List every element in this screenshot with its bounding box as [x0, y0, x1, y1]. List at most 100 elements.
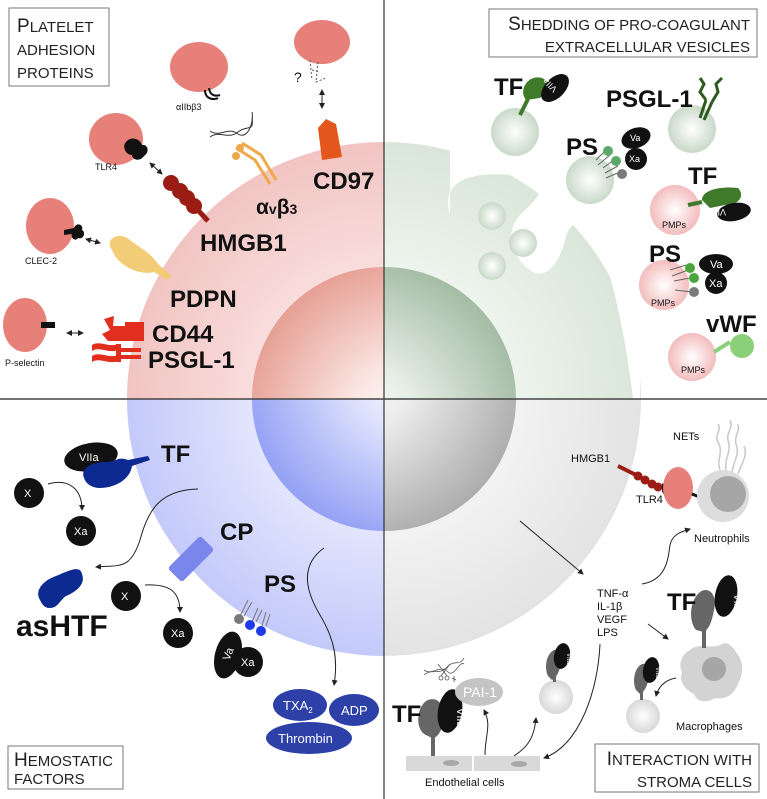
svg-text:Neutrophils: Neutrophils: [694, 533, 750, 545]
svg-text:VIIa: VIIa: [79, 452, 99, 464]
svg-text:PMPs: PMPs: [651, 298, 676, 308]
svg-text:TF: TF: [392, 701, 421, 728]
svg-text:TF: TF: [667, 589, 696, 616]
svg-text:PAI-1: PAI-1: [463, 684, 497, 700]
pai1-protein: PAI-1: [423, 657, 503, 706]
svg-text:PS: PS: [566, 134, 598, 161]
endothelial-to-vesicle-arrow: [513, 717, 539, 757]
svg-text:αvβ3: αvβ3: [256, 196, 298, 219]
endothelial-cells: Endothelial cells: [406, 756, 540, 789]
svg-text:X: X: [24, 488, 32, 500]
ashtf-protein: asHTF: [16, 569, 108, 643]
svg-text:Xa: Xa: [241, 657, 255, 669]
svg-text:VIIa: VIIa: [710, 207, 726, 217]
svg-text:TLR4: TLR4: [636, 494, 663, 506]
svg-text:TXA2: TXA2: [283, 698, 313, 715]
svg-text:PSGL-1: PSGL-1: [148, 347, 235, 374]
svg-text:VEGF: VEGF: [597, 614, 627, 626]
cell-bottom-left: [127, 399, 384, 656]
avb3-integrin: αvβ3: [232, 141, 298, 219]
svg-text:VIIa: VIIa: [654, 667, 660, 678]
cd97-protein: CD97: [313, 119, 374, 195]
vesicle-psgl1: PSGL-1: [606, 76, 724, 153]
svg-text:CLEC-2: CLEC-2: [25, 256, 57, 266]
svg-text:?: ?: [294, 69, 302, 85]
svg-text:CD44: CD44: [152, 321, 214, 348]
platelet-aiibb3: αIIbβ3: [170, 42, 228, 112]
svg-text:TF: TF: [688, 163, 717, 190]
macrophage-tf: VIIa TF Macrophages: [667, 575, 743, 733]
platelet-pselectin: P-selectin: [3, 298, 84, 368]
svg-text:NETs: NETs: [673, 431, 700, 443]
svg-text:PROTEINS: PROTEINS: [17, 65, 94, 82]
factor-x-activation-2: X Xa: [111, 581, 193, 648]
release-arrow: [306, 547, 338, 686]
svg-text:INTERACTION WITH: INTERACTION WITH: [607, 749, 752, 770]
svg-text:TNF-α: TNF-α: [597, 588, 629, 600]
svg-text:PS: PS: [264, 571, 296, 598]
pmp-vwf: PMPs vWF: [668, 311, 757, 381]
tf-viia-complex: VIIa TF: [64, 441, 190, 488]
endothelial-vesicle: VIIa: [539, 643, 573, 714]
svg-text:STROMA CELLS: STROMA CELLS: [637, 774, 752, 791]
endothelial-to-pai1-arrow: [483, 709, 489, 756]
svg-text:Macrophages: Macrophages: [676, 721, 743, 733]
factor-x-activation-1: X Xa: [14, 478, 96, 546]
vesicle-ps: Va Xa PS: [566, 127, 651, 204]
pmp-tf-viia: VIIa PMPs TF: [650, 163, 751, 235]
dna-strand-icon: [209, 111, 253, 138]
svg-text:VIIa: VIIa: [565, 653, 571, 664]
svg-text:PMPs: PMPs: [681, 365, 706, 375]
svg-text:PSGL-1: PSGL-1: [606, 86, 693, 113]
svg-text:TLR4: TLR4: [95, 162, 117, 172]
svg-text:TF: TF: [494, 74, 523, 101]
svg-text:PS: PS: [649, 241, 681, 268]
svg-text:ADHESION: ADHESION: [17, 42, 95, 59]
pdpn-protein: PDPN: [109, 235, 237, 313]
svg-text:CP: CP: [220, 519, 253, 546]
svg-text:VIIa: VIIa: [731, 594, 742, 612]
svg-text:FACTORS: FACTORS: [14, 771, 85, 788]
svg-text:Thrombin: Thrombin: [278, 731, 333, 746]
platelet-tlr4: TLR4: [89, 113, 163, 175]
svg-text:HEMOSTATIC: HEMOSTATIC: [14, 750, 113, 771]
svg-text:PDPN: PDPN: [170, 286, 237, 313]
cd44-protein: CD44: [102, 316, 214, 348]
ps-prothrombinase: PS Va Xa: [213, 571, 296, 679]
title-box-platelet-adhesion: PLATELET ADHESION PROTEINS: [8, 7, 110, 87]
title-box-interaction-stroma: INTERACTION WITH STROMA CELLS: [594, 743, 760, 793]
svg-text:Endothelial cells: Endothelial cells: [425, 777, 505, 789]
cytokines-list: TNF-α IL-1β VEGF LPS: [597, 588, 629, 639]
hmgb1-protein: HMGB1: [163, 175, 287, 257]
cp-protein: CP: [168, 519, 253, 582]
cell-bottom-right: [384, 399, 641, 656]
cytokines-to-endothelial-arrow: [543, 643, 601, 760]
tf-to-ashtf-arrow: [95, 488, 199, 570]
svg-text:Va: Va: [221, 645, 237, 662]
svg-text:LPS: LPS: [597, 627, 618, 639]
svg-text:Xa: Xa: [709, 278, 723, 290]
title-box-hemostatic-factors: HEMOSTATIC FACTORS: [7, 745, 124, 790]
svg-text:Va: Va: [710, 259, 724, 271]
platelet-clec2: CLEC-2: [25, 198, 101, 266]
svg-text:Xa: Xa: [629, 154, 640, 164]
budding-vesicles: [478, 202, 537, 280]
macrophage-vesicle: VIIa: [626, 657, 660, 733]
svg-text:EXTRACELLULAR VESICLES: EXTRACELLULAR VESICLES: [545, 39, 750, 56]
svg-text:X: X: [121, 591, 129, 603]
svg-text:ADP: ADP: [341, 703, 368, 718]
svg-text:Va: Va: [630, 133, 640, 143]
dna-scissors-icon: [423, 657, 465, 682]
svg-text:VIIa: VIIa: [454, 708, 466, 728]
endothelial-tf-viia: VIIa TF: [392, 689, 466, 756]
svg-text:αIIbβ3: αIIbβ3: [176, 102, 201, 112]
svg-text:HMGB1: HMGB1: [571, 453, 610, 465]
cell-top-left: [127, 142, 384, 399]
svg-text:PMPs: PMPs: [662, 220, 687, 230]
nets-filaments: [716, 419, 747, 475]
cytokines-to-macrophages-arrow: [647, 623, 669, 640]
svg-text:TF: TF: [161, 441, 190, 468]
cytokines-to-neutrophils-arrow: [641, 527, 691, 585]
vesicle-tf-viia: VIIa TF: [491, 74, 569, 156]
